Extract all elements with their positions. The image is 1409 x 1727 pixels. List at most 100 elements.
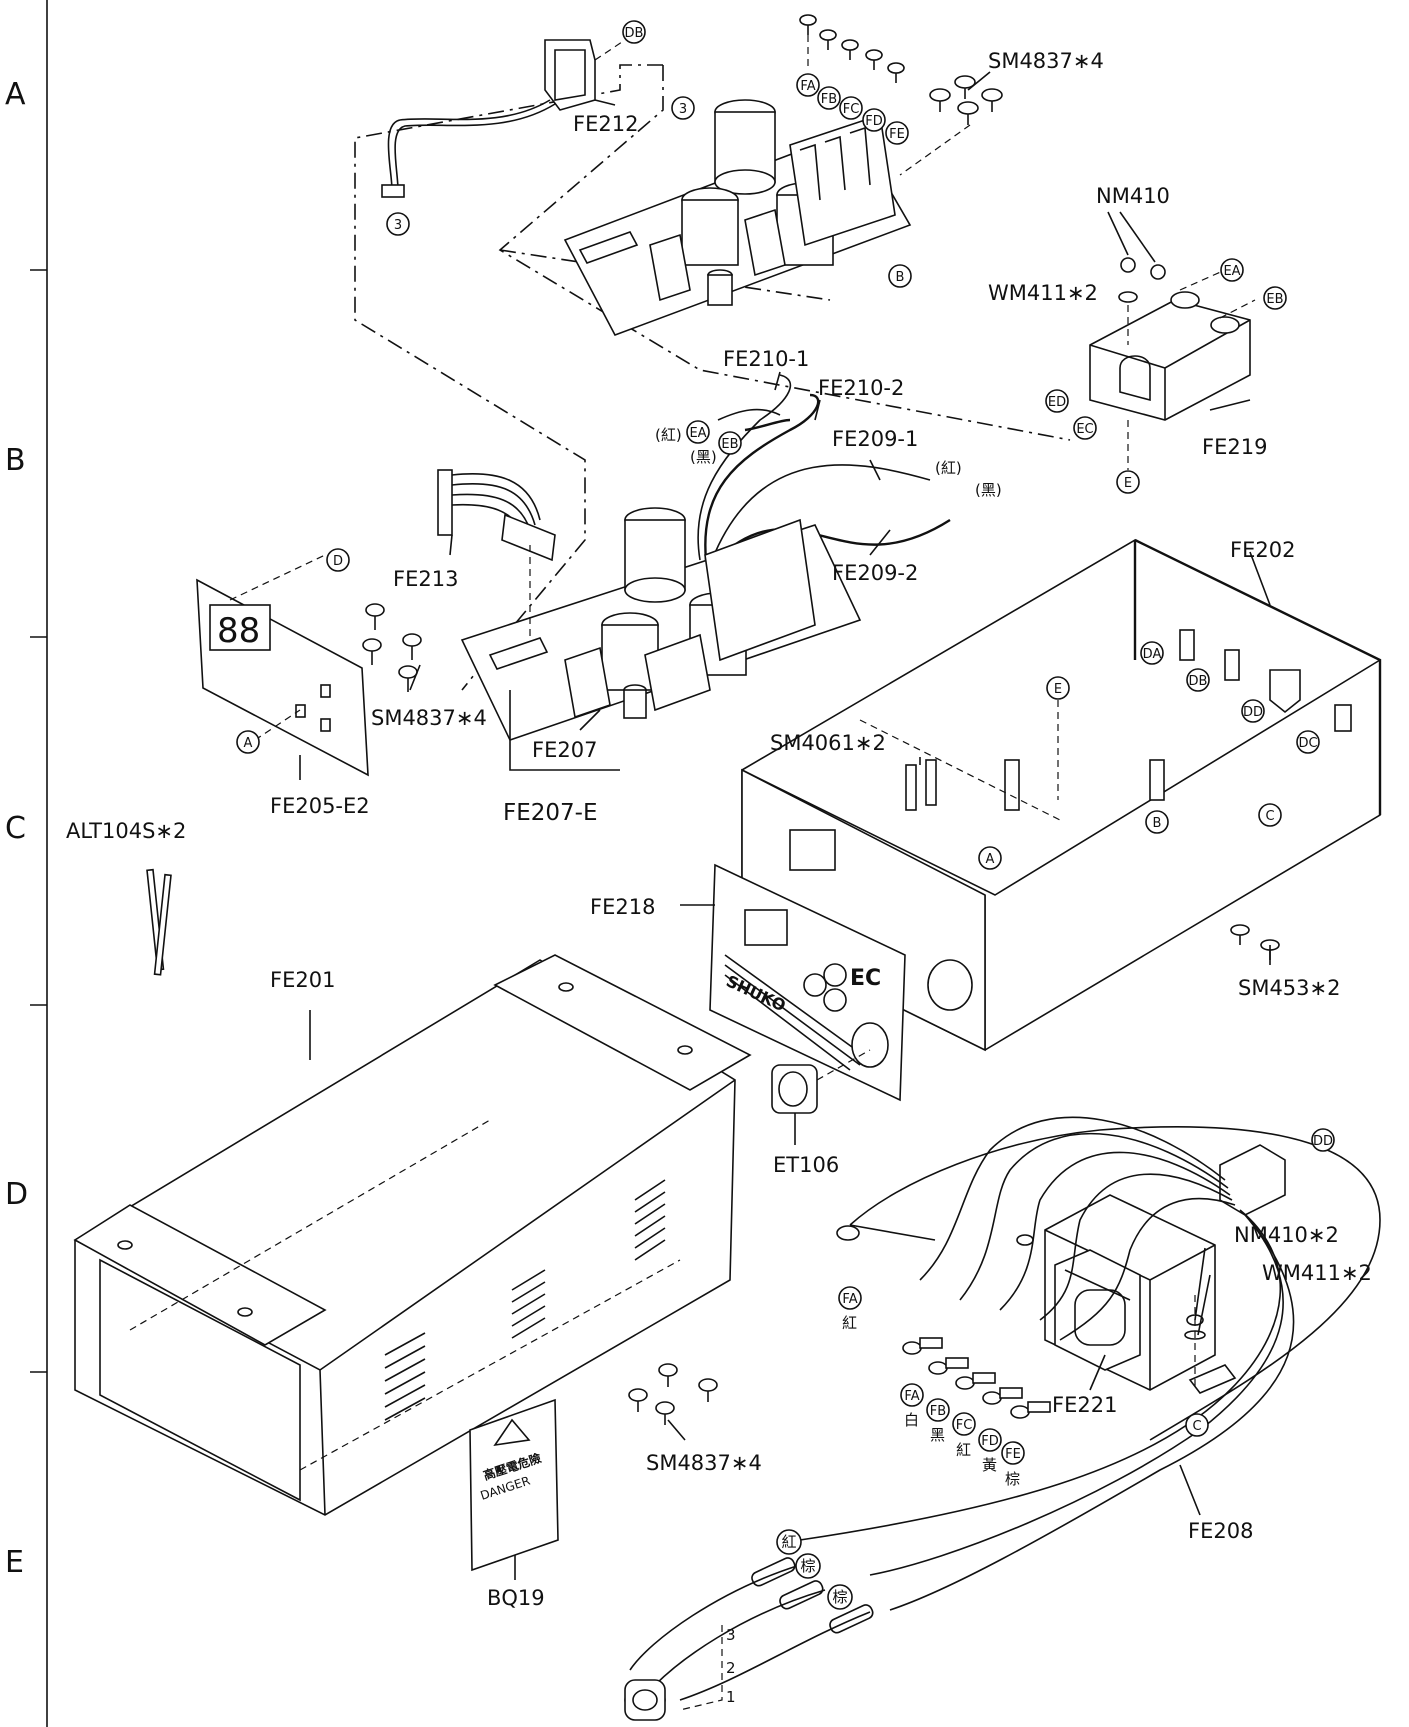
tag-ec: EC <box>1073 416 1097 440</box>
svg-text:EA: EA <box>1223 264 1240 279</box>
tag-fa-terminal: FA <box>900 1383 924 1407</box>
label-wm411: WM411∗2 <box>988 281 1098 305</box>
svg-text:D: D <box>333 554 343 569</box>
color-mark-black-209: (黑) <box>975 481 1002 499</box>
label-fe202: FE202 <box>1230 538 1295 562</box>
vent-slots-left <box>384 1332 426 1421</box>
svg-text:DD: DD <box>1313 1134 1333 1149</box>
tag-d: D <box>326 548 350 572</box>
label-fe205-e2: FE205-E2 <box>270 794 370 818</box>
color-mark-brown-2: 棕 <box>827 1584 853 1610</box>
label-sm4837-mid: SM4837∗4 <box>371 706 487 730</box>
svg-text:ED: ED <box>1048 395 1066 410</box>
pin-number-1: 1 <box>726 1688 736 1706</box>
color-mark-brown-1: 棕 <box>795 1553 821 1579</box>
svg-text:FD: FD <box>865 114 883 129</box>
tag-ed: ED <box>1045 389 1069 413</box>
fe213-ribbon <box>437 469 556 562</box>
screw <box>365 603 385 630</box>
svg-text:E: E <box>1054 682 1062 697</box>
screw <box>1230 924 1250 945</box>
svg-text:A: A <box>244 736 253 751</box>
terminal <box>902 1337 943 1355</box>
tag-ea-right: EA <box>1220 258 1244 282</box>
tag-eb-wire: EB <box>718 431 742 455</box>
tag-ea-wire: EA <box>686 420 710 444</box>
fe221-transformer <box>1016 1159 1281 1394</box>
svg-text:A: A <box>986 852 995 867</box>
screws-bottom <box>628 1363 718 1425</box>
terminal <box>982 1387 1023 1405</box>
screw <box>954 75 976 99</box>
tag-fd-terminal: FD <box>978 1428 1002 1452</box>
tag-fe-terminal: FE <box>1001 1441 1025 1465</box>
tag-3-top: 3 <box>671 96 695 120</box>
screws-sm4061 <box>905 759 937 811</box>
color-mark-red: 紅 <box>956 1441 971 1459</box>
row-marker-c: C <box>5 811 26 846</box>
tag-fb: FB <box>817 86 841 110</box>
screw <box>865 49 883 70</box>
svg-text:棕: 棕 <box>832 1588 847 1606</box>
tag-a-front: A <box>978 846 1002 870</box>
wires-fe210-fe209 <box>697 374 951 561</box>
color-marks: (紅) (黑) (紅) (黑) 紅 白 黑 紅 黃 棕 紅 棕 棕 <box>655 426 1020 1610</box>
tag-fb-terminal: FB <box>926 1398 950 1422</box>
color-mark-white: 白 <box>904 1411 919 1429</box>
circle-tags: DB 3 3 FA FB FC FD FE B EA EB ED EC E EA… <box>236 20 1335 1465</box>
tag-fc: FC <box>839 96 863 120</box>
label-fe213: FE213 <box>393 567 458 591</box>
label-fe212: FE212 <box>573 112 638 136</box>
row-marker-a: A <box>5 77 26 112</box>
svg-text:DA: DA <box>1143 647 1162 662</box>
screw <box>698 1378 718 1402</box>
svg-text:FB: FB <box>821 92 837 107</box>
svg-text:棕: 棕 <box>800 1557 815 1575</box>
tag-db-top: DB <box>622 20 646 44</box>
terminal <box>928 1357 969 1375</box>
tag-fc-terminal: FC <box>952 1412 976 1436</box>
label-fe207-e: FE207-E <box>503 800 598 826</box>
vent-slots-right <box>634 1179 666 1261</box>
screw <box>929 88 951 112</box>
screw <box>957 101 979 125</box>
panel-model: EC <box>850 966 881 991</box>
row-marker-column: A B C D E <box>5 0 48 1727</box>
screw <box>362 638 382 665</box>
row-marker-b: B <box>5 443 26 478</box>
color-mark-red-fa: 紅 <box>842 1314 857 1332</box>
tag-c-transformer: C <box>1185 1413 1209 1437</box>
svg-text:EB: EB <box>1266 292 1283 307</box>
svg-text:FD: FD <box>981 1434 999 1449</box>
tag-c-chassis: C <box>1258 803 1282 827</box>
tag-b-chassis: B <box>1145 810 1169 834</box>
color-mark-red-209: (紅) <box>935 459 962 477</box>
color-mark-black: 黑 <box>930 1426 945 1444</box>
pin-number-2: 2 <box>726 1659 736 1677</box>
screws-mid <box>362 603 422 692</box>
svg-text:EB: EB <box>721 437 738 452</box>
svg-text:DD: DD <box>1243 705 1263 720</box>
alt104s-cable-ties <box>146 868 172 976</box>
label-nm410: NM410 <box>1096 184 1170 208</box>
tag-fd: FD <box>862 108 886 132</box>
label-fe201: FE201 <box>270 968 335 992</box>
label-wm411-b: WM411∗2 <box>1262 1261 1372 1285</box>
terminal <box>955 1372 996 1390</box>
switch-pin-numbers: 3 2 1 <box>726 1626 736 1706</box>
color-mark-red-switch: 紅 <box>776 1529 802 1555</box>
fe205-e2-display-panel: 88 <box>196 554 369 777</box>
label-fe209-2: FE209-2 <box>832 561 918 585</box>
leader-lines <box>299 71 1271 1580</box>
tag-3-conn: 3 <box>386 212 410 236</box>
label-nm410x2: NM410∗2 <box>1234 1223 1339 1247</box>
tag-b-board: B <box>888 264 912 288</box>
label-fe219: FE219 <box>1202 435 1267 459</box>
svg-text:B: B <box>896 270 905 285</box>
svg-text:E: E <box>1124 476 1132 491</box>
screws-sm453 <box>1230 924 1280 960</box>
color-mark-black-eb: (黑) <box>690 448 717 466</box>
label-sm453: SM453∗2 <box>1238 976 1341 1000</box>
upper-power-board <box>563 99 912 336</box>
tag-dd-conn: DD <box>1311 1128 1335 1152</box>
